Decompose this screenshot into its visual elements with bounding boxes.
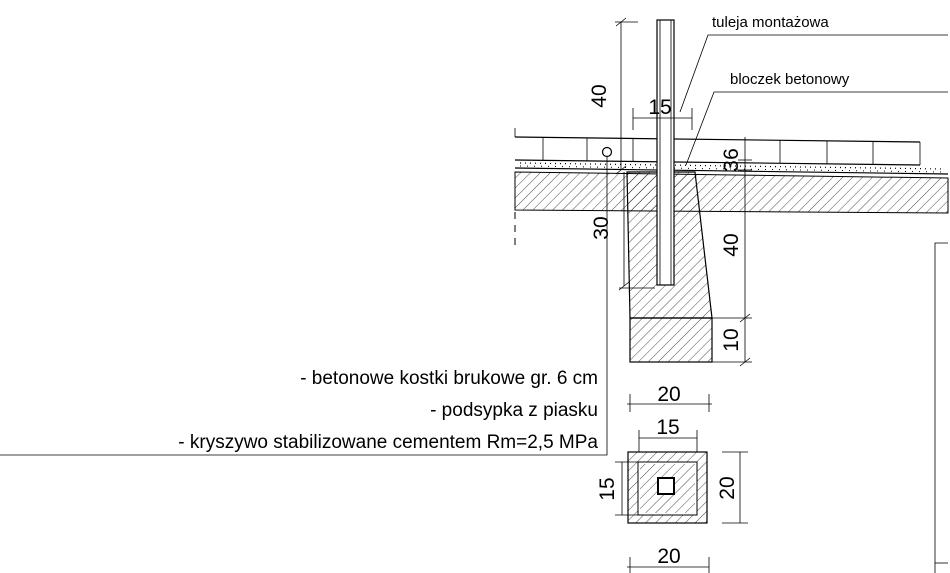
- dim-base-10: 10: [720, 328, 743, 351]
- dim-post-width: 15: [648, 96, 671, 119]
- dim-depth-30: 30: [590, 216, 613, 239]
- dim-post-height: 40: [588, 84, 611, 107]
- callout-leaders: [0, 34, 948, 456]
- callout-block: bloczek betonowy: [730, 71, 850, 88]
- dim-plan-outer-bottom: 20: [657, 545, 680, 568]
- dim-base-40: 40: [720, 233, 743, 256]
- legend-paving: - betonowe kostki brukowe gr. 6 cm: [300, 368, 598, 389]
- dim-plan-outer-side: 20: [716, 476, 739, 499]
- legend-aggregate: - kryszywo stabilizowane cementem Rm=2,5…: [178, 432, 598, 453]
- dim-plan-inner-top: 15: [656, 416, 679, 439]
- dim-layer-6: 6: [720, 148, 743, 160]
- drainage-marker: [601, 146, 613, 158]
- sand-layer: [514, 162, 949, 175]
- plan-view: [615, 430, 748, 573]
- dim-layer-3: 3: [720, 160, 743, 172]
- mounting-post: [656, 19, 675, 286]
- callout-sleeve: tuleja montażowa: [712, 14, 829, 31]
- legend-sand: - podsypka z piasku: [430, 400, 598, 421]
- frame-fragment: [934, 242, 948, 573]
- paving-layer: [514, 128, 921, 166]
- aggregate-layer: [514, 171, 949, 248]
- dimension-lines: [615, 17, 752, 412]
- dim-plan-inner-side: 15: [596, 477, 619, 500]
- dim-foot-width: 20: [657, 383, 680, 406]
